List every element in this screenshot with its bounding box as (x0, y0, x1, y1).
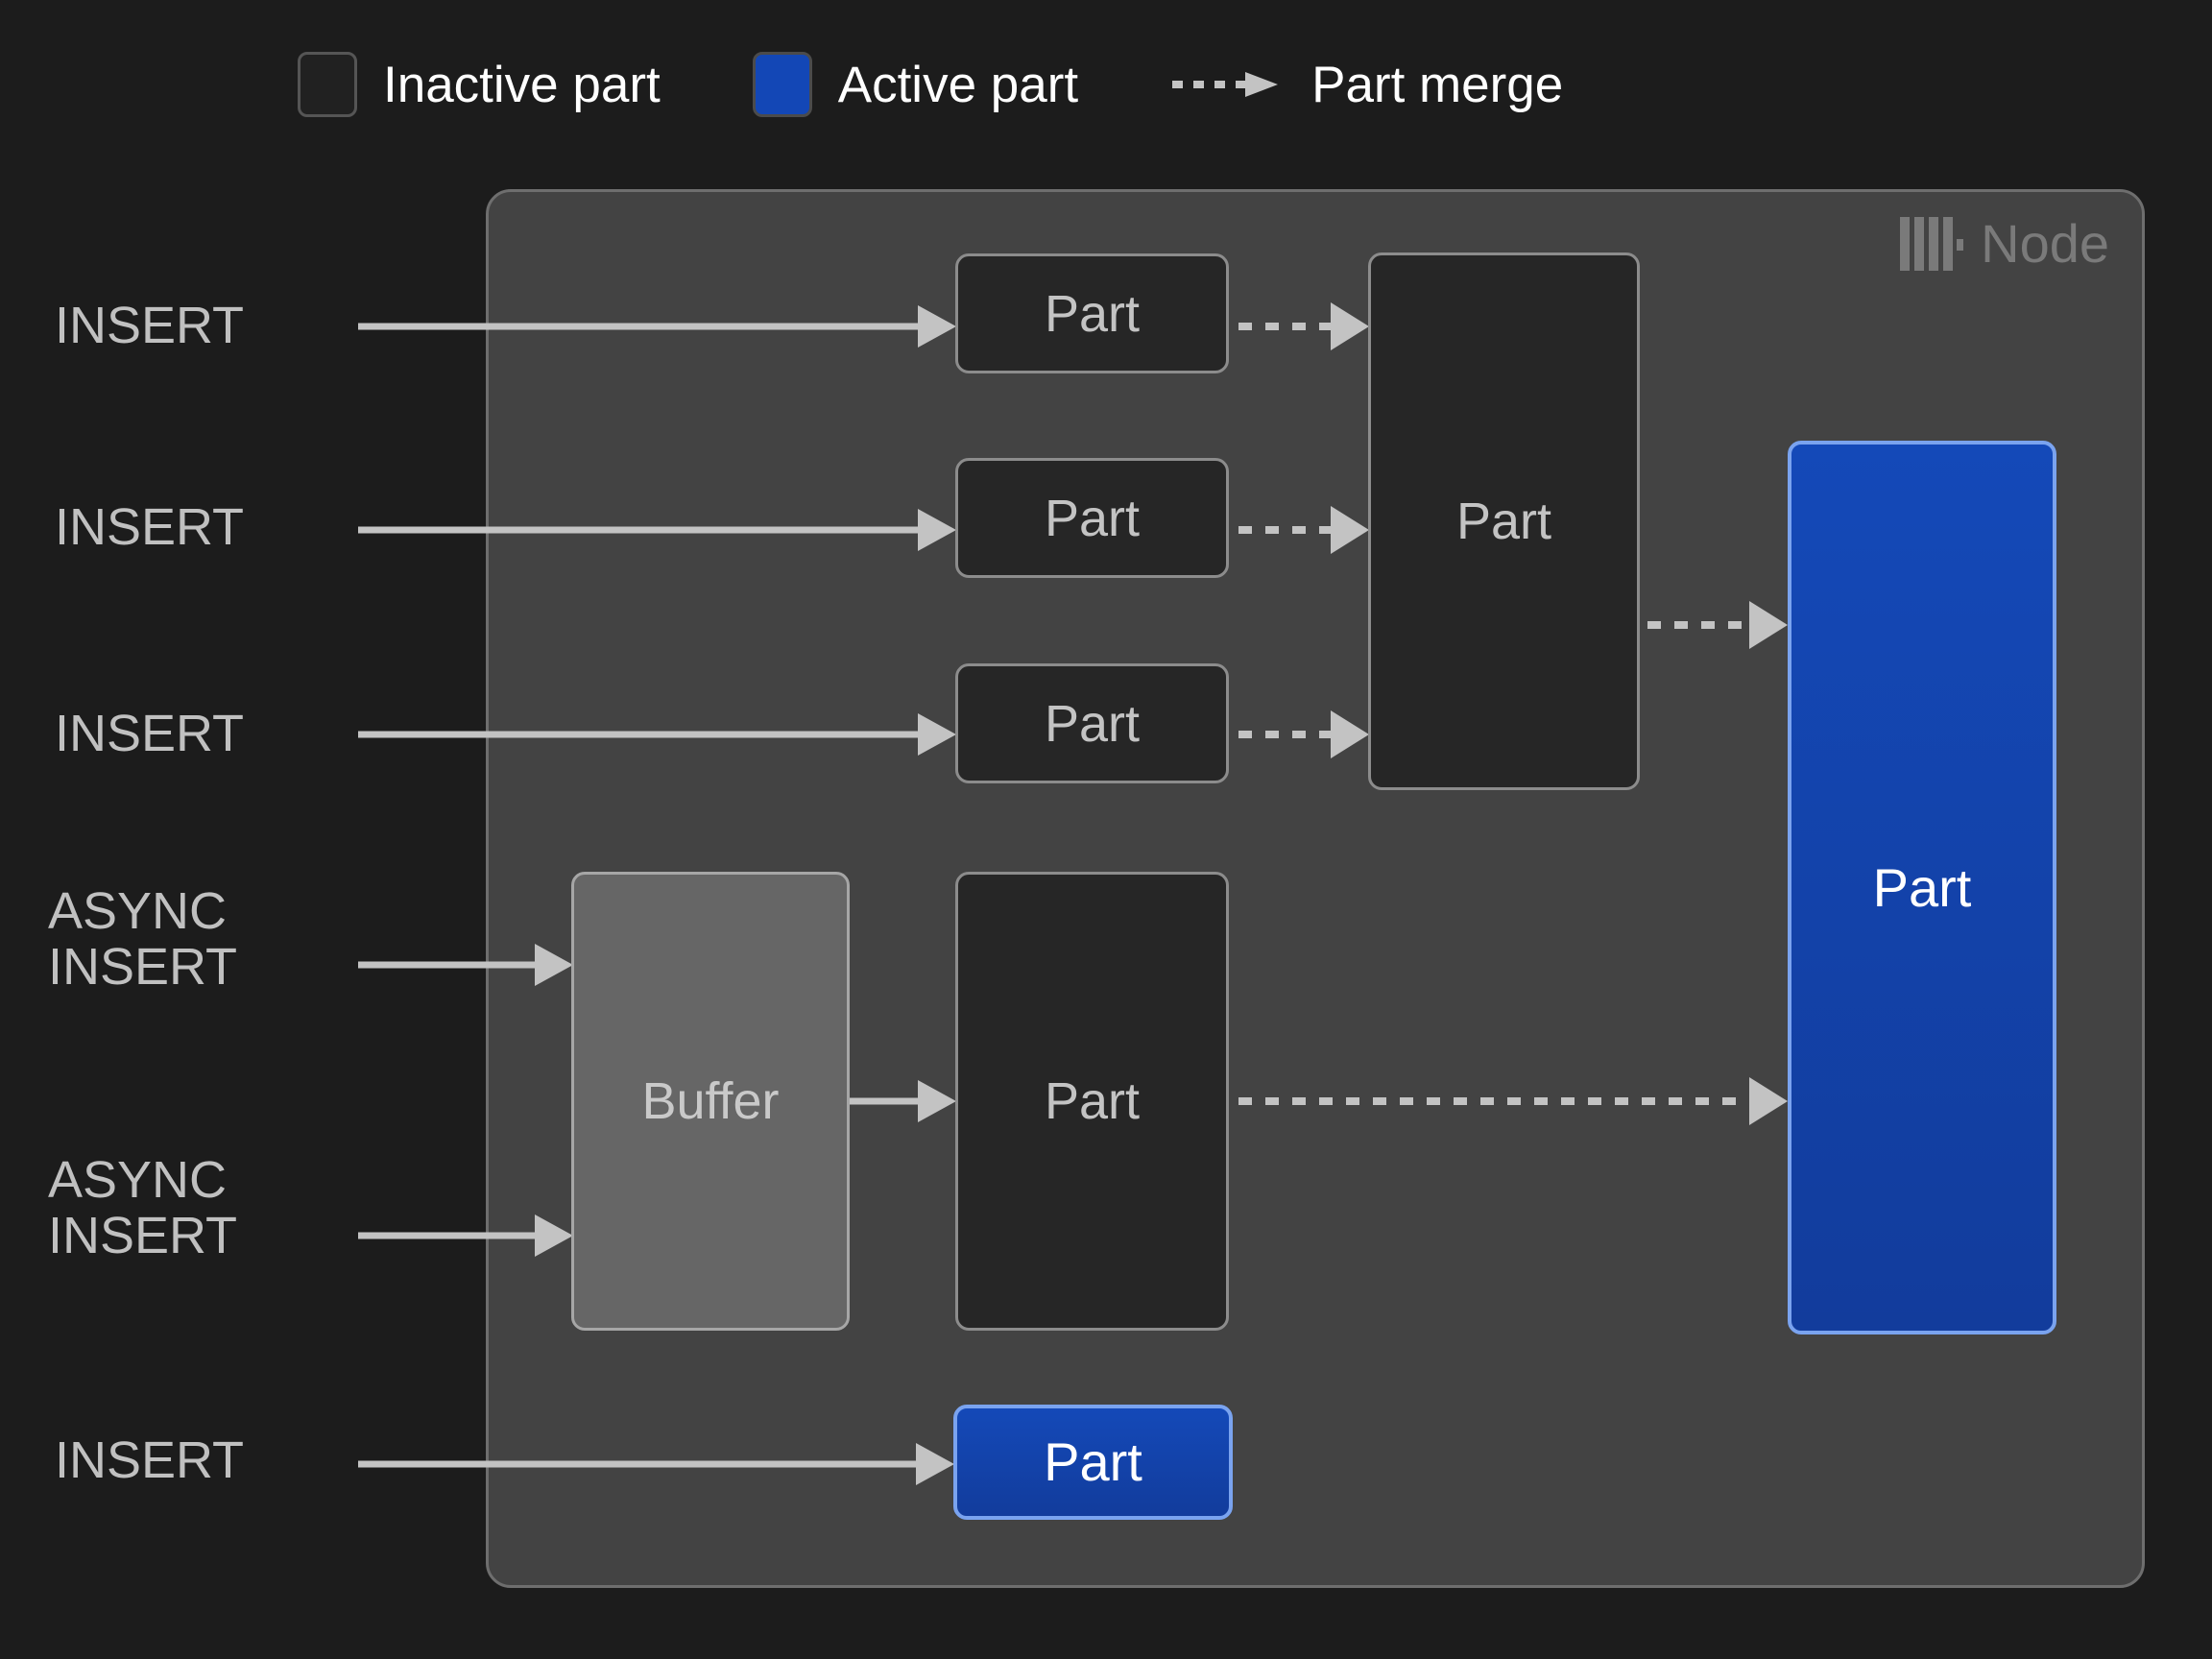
inactive-part-swatch-icon (298, 52, 357, 117)
dashed-arrow-sample-icon (1170, 70, 1286, 99)
node-badge: Node (1900, 217, 2109, 271)
source-label-insert-2: INSERT (55, 498, 245, 556)
source-label-insert-3: INSERT (55, 705, 245, 762)
legend-label-active-part: Active part (837, 56, 1079, 113)
legend-item-active-part: Active part (752, 52, 1079, 117)
part-box-active-bottom[interactable]: Part (953, 1405, 1233, 1520)
part-box-label: Part (1872, 856, 1972, 918)
part-box-label: Part (1044, 284, 1141, 343)
part-box-merged-mid[interactable]: Part (1368, 252, 1640, 790)
part-box-label: Part (1044, 694, 1141, 753)
part-box-top-1[interactable]: Part (955, 253, 1229, 373)
legend-label-part-merge: Part merge (1311, 56, 1564, 113)
source-label-async-insert-1: ASYNC INSERT (48, 882, 238, 997)
part-box-label: Part (1044, 1431, 1142, 1492)
part-box-buffered[interactable]: Part (955, 872, 1229, 1331)
part-box-top-3[interactable]: Part (955, 663, 1229, 783)
part-box-top-2[interactable]: Part (955, 458, 1229, 578)
part-box-label: Part (1044, 489, 1141, 547)
part-box-label: Part (1455, 493, 1552, 550)
legend-item-part-merge: Part merge (1170, 60, 1563, 110)
legend: Inactive part Active part Part merge (298, 50, 1563, 119)
part-box-active-big[interactable]: Part (1788, 441, 2056, 1334)
legend-label-inactive-part: Inactive part (383, 56, 661, 113)
node-title-label: Node (1981, 213, 2109, 274)
part-box-label: Part (1044, 1072, 1141, 1130)
source-label-async-insert-2: ASYNC INSERT (48, 1151, 238, 1265)
buffer-box-label: Buffer (641, 1072, 780, 1130)
buffer-box[interactable]: Buffer (571, 872, 850, 1331)
active-part-swatch-icon (752, 52, 812, 117)
legend-item-inactive-part: Inactive part (298, 52, 661, 117)
source-label-insert-4: INSERT (55, 1431, 245, 1489)
source-label-insert-1: INSERT (55, 297, 245, 354)
clickhouse-logo-icon (1900, 217, 1964, 271)
